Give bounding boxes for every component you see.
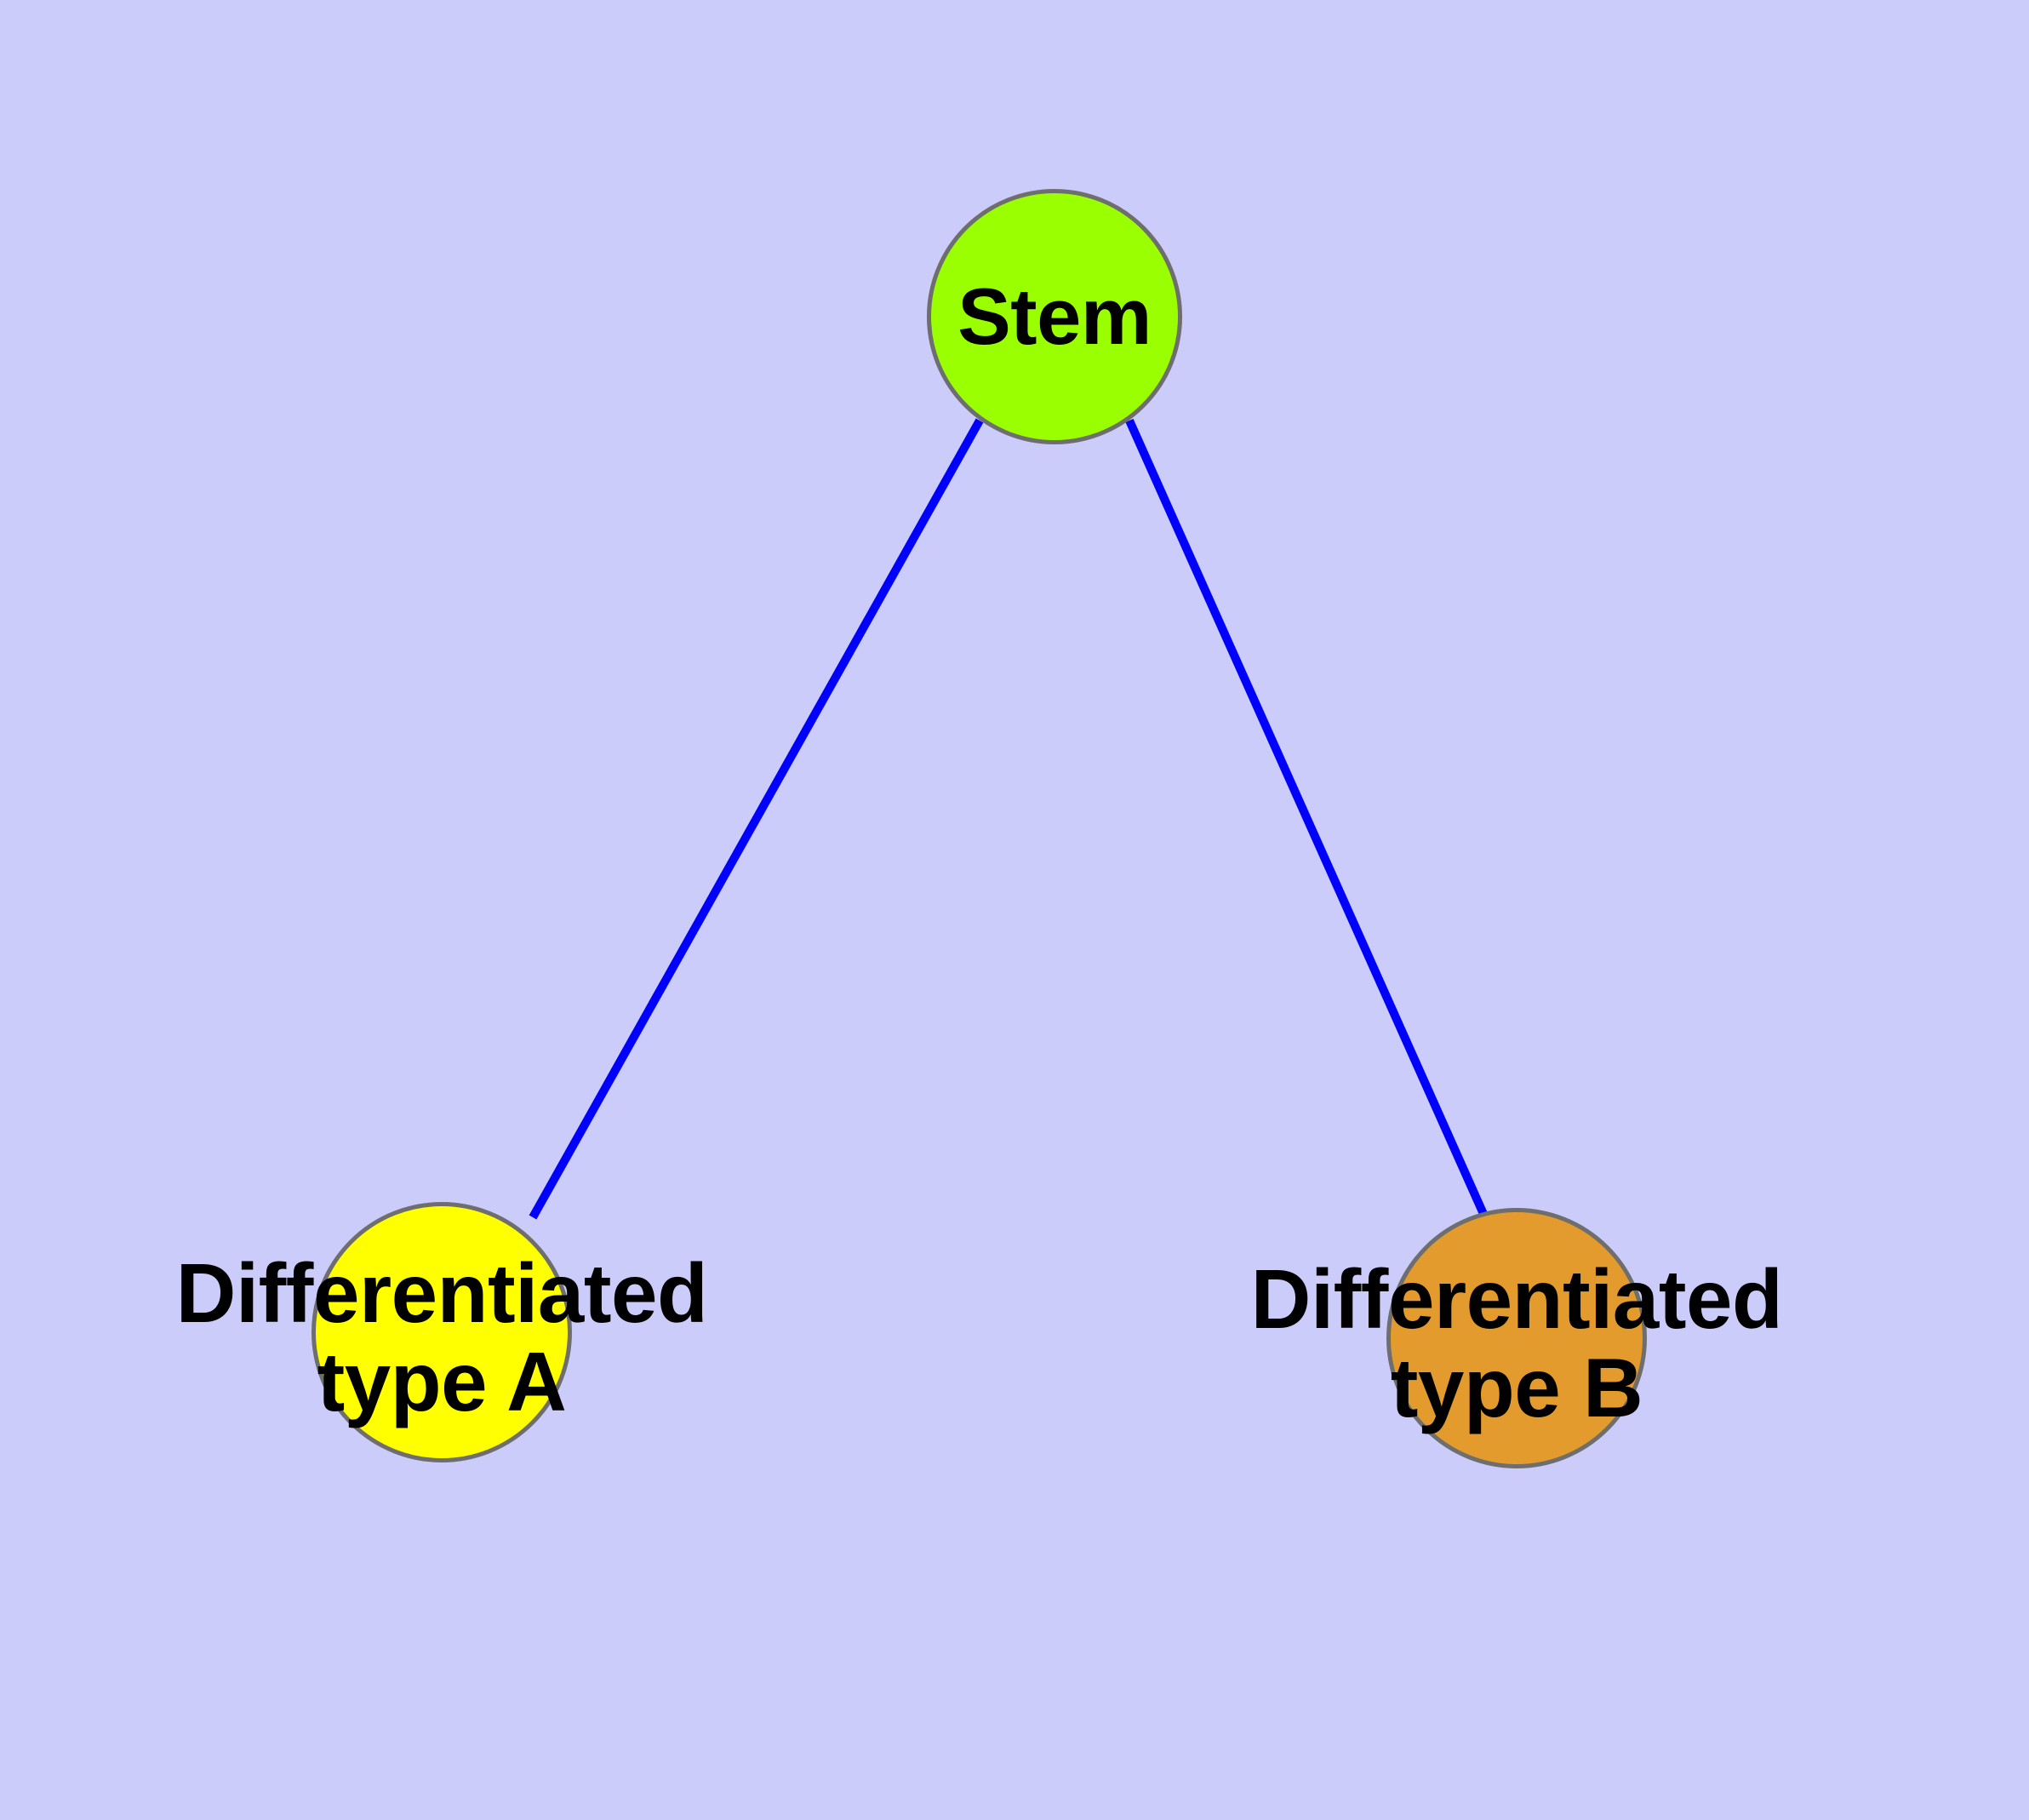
node-differentiated-type-a[interactable] [311, 1202, 572, 1462]
node-label-differentiated-type-a: Differentiated type A [175, 1246, 708, 1428]
node-stem[interactable] [927, 189, 1182, 444]
edge-stem-to-type-a [529, 418, 984, 1220]
edge-stem-to-type-b [1125, 418, 1488, 1216]
node-label-stem: Stem [957, 272, 1152, 361]
node-label-differentiated-type-b: Differentiated type B [1250, 1252, 1783, 1434]
node-differentiated-type-b[interactable] [1386, 1208, 1647, 1468]
